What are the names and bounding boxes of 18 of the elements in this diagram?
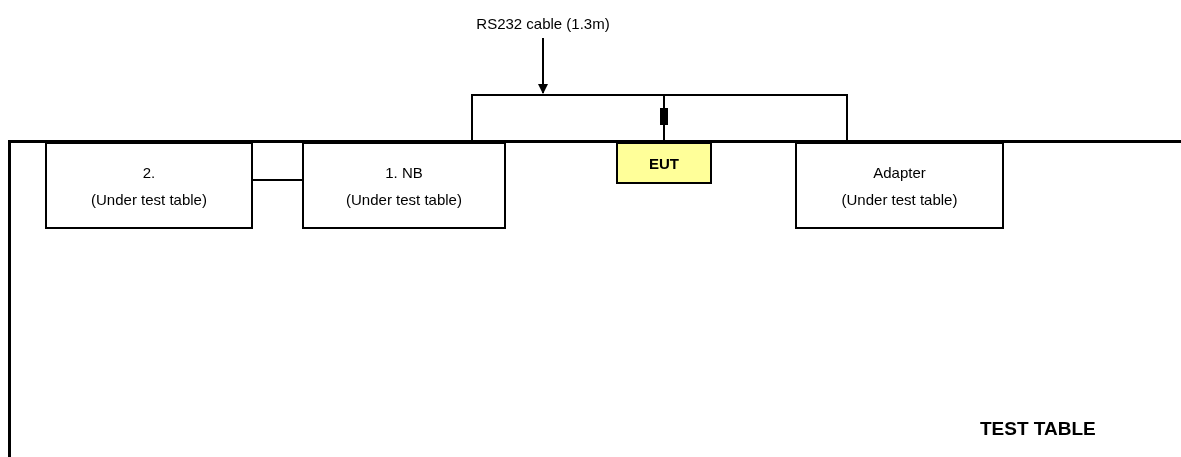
equipment-box (302, 142, 506, 229)
device-name: Adapter (873, 162, 926, 183)
device-name: EUT (649, 153, 679, 174)
device-name: 1. NB (385, 162, 423, 183)
device-name: 2. (142, 162, 156, 183)
placement-note: (Under test table) (841, 189, 958, 210)
eut-box (616, 142, 712, 184)
equipment-box (45, 142, 253, 229)
equipment-box (795, 142, 1004, 229)
cable-line (252, 179, 303, 181)
table-title: TEST TABLE (980, 417, 1096, 441)
placement-note: (Under test table) (91, 189, 207, 210)
placement-note: (Under test table) (346, 189, 462, 210)
test-table-outline (8, 140, 1181, 457)
cable-label: RS232 cable (1.3m) (476, 13, 610, 34)
cable-line (663, 94, 848, 143)
arrow (538, 37, 548, 94)
cable-line (471, 94, 665, 143)
